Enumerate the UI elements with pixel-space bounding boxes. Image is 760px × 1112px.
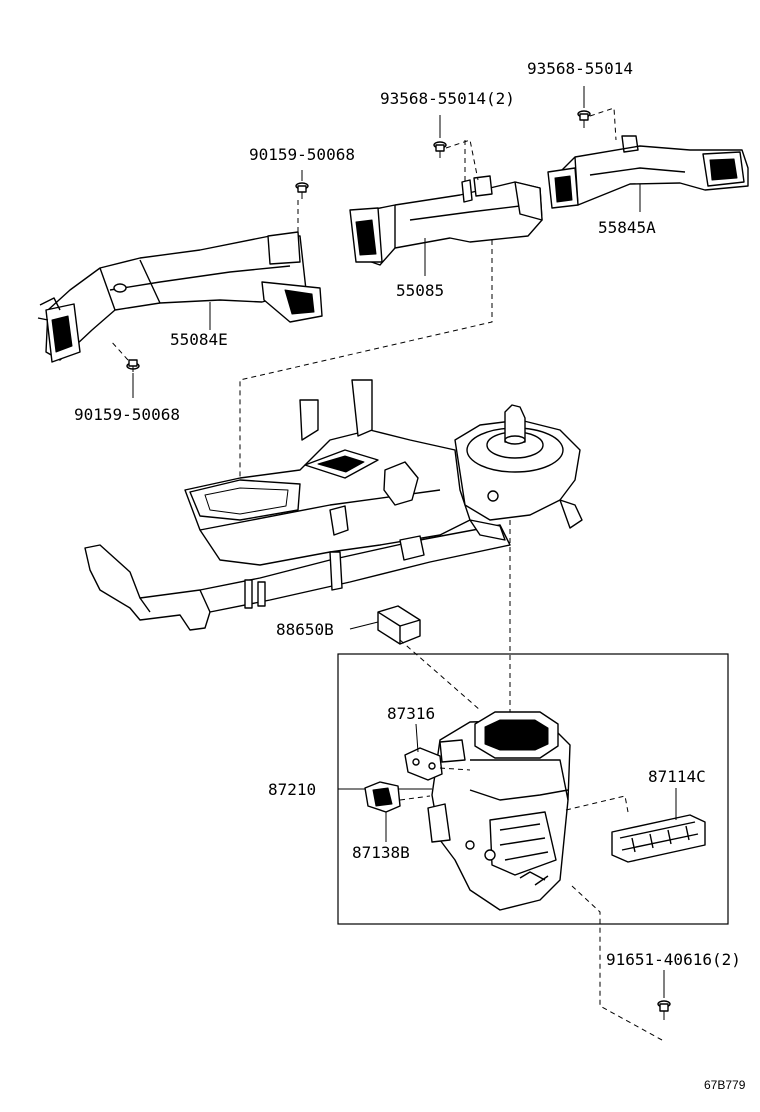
label-55085[interactable]: 55085 [396,281,445,300]
label-93568-55014[interactable]: 93568-55014 [527,59,633,78]
label-87210[interactable]: 87210 [268,780,317,799]
label-90159-50068-top[interactable]: 90159-50068 [249,145,355,164]
label-87316[interactable]: 87316 [387,704,436,723]
screw-93568-55014-pair[interactable] [433,141,447,158]
filter-87114c[interactable] [611,814,706,863]
screw-90159-50068-bottom[interactable] [126,359,140,372]
screw-93568-55014[interactable] [577,110,591,128]
duct-55845a[interactable] [547,135,749,209]
screw-90159-50068-top[interactable] [295,182,309,199]
heater-unit-assembly[interactable] [84,379,583,631]
blower-assembly-87210[interactable] [427,711,571,911]
label-93568-55014-pair[interactable]: 93568-55014(2) [380,89,515,108]
diagram-reference-code: 67B779 [704,1078,746,1092]
part-87138b[interactable] [364,781,401,813]
label-90159-50068-bottom[interactable]: 90159-50068 [74,405,180,424]
label-55084e[interactable]: 55084E [170,330,228,349]
part-88650b[interactable] [377,605,421,645]
label-87114c[interactable]: 87114C [648,767,706,786]
screw-91651-40616[interactable] [657,1000,671,1020]
part-87316[interactable] [404,747,443,781]
duct-55084e[interactable] [37,231,323,363]
duct-55085[interactable] [349,175,543,266]
label-87138b[interactable]: 87138B [352,843,410,862]
label-91651-40616[interactable]: 91651-40616(2) [606,950,741,969]
label-55845a[interactable]: 55845A [598,218,656,237]
label-88650b[interactable]: 88650B [276,620,334,639]
